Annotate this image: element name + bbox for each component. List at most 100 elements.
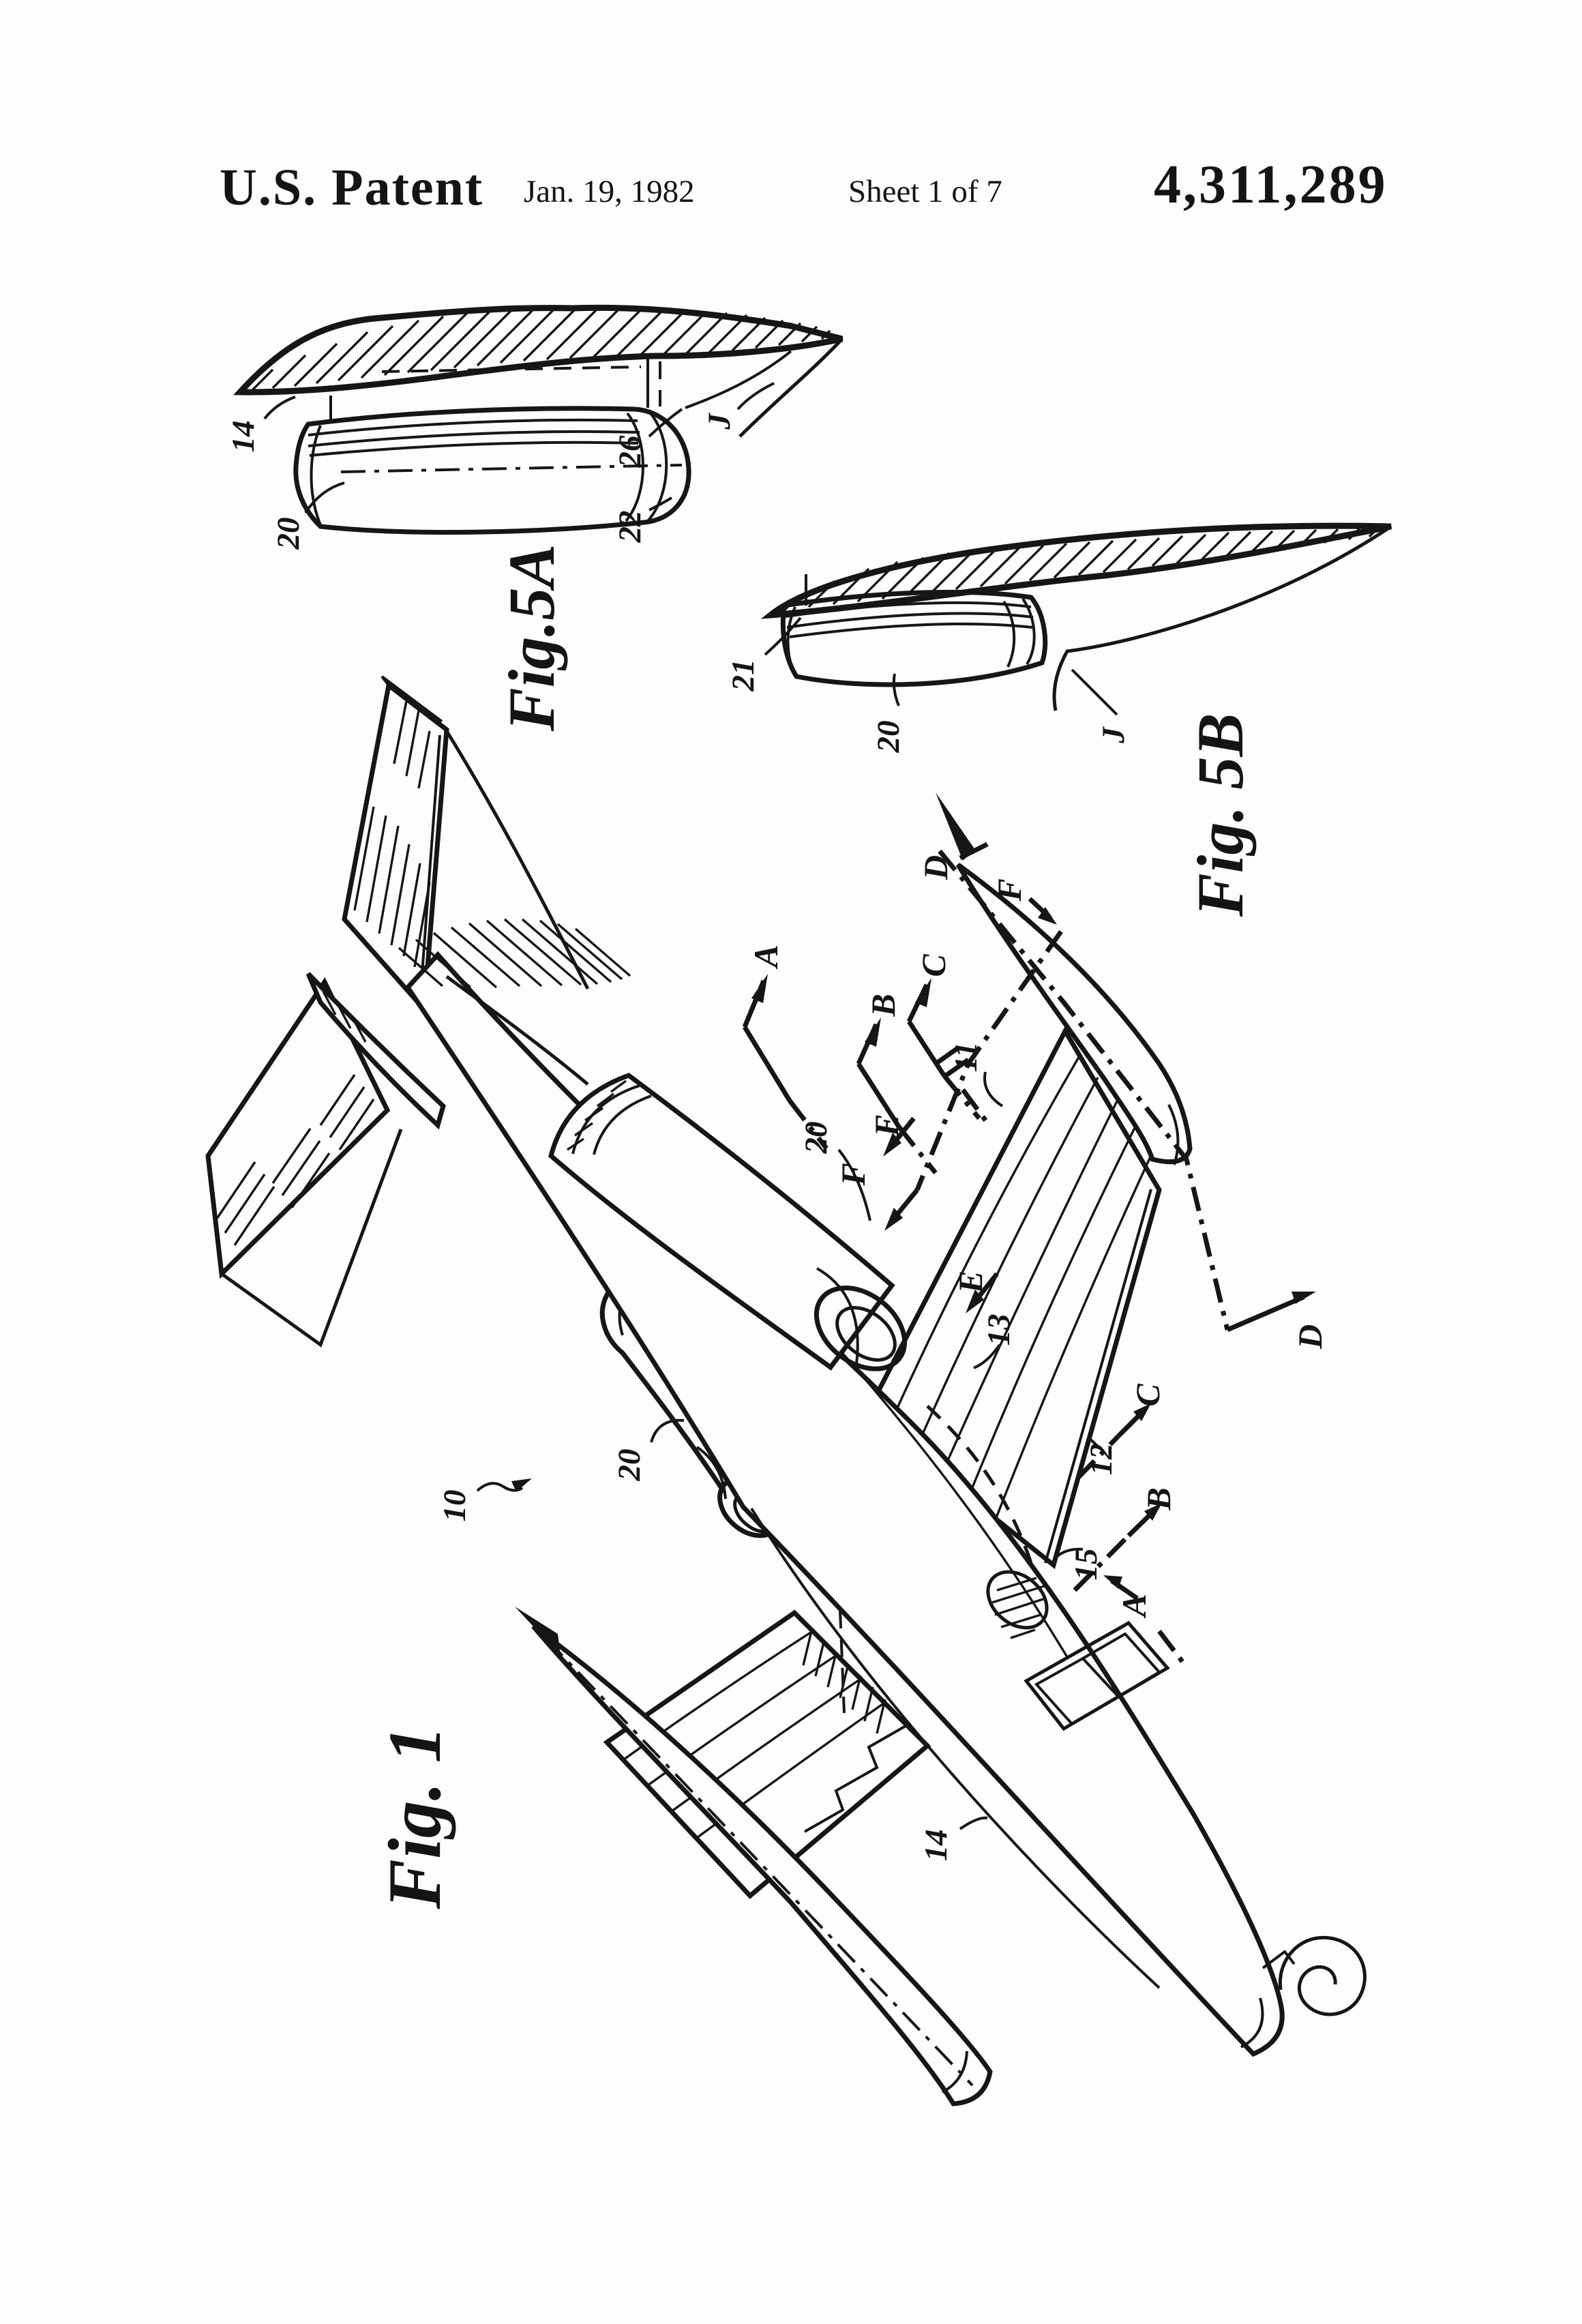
- fig5b-label-21: 21: [726, 659, 761, 692]
- leader-13: [973, 1343, 1001, 1369]
- fig5a-struts: [329, 357, 649, 421]
- section-c-bottom-arrowhead: [1133, 1403, 1151, 1421]
- fig1-right-tank-fin: [936, 792, 975, 861]
- fig1-leaders: [476, 1071, 1101, 1830]
- fig5b-drawing: 21 20 J Fig. 5B: [726, 522, 1392, 917]
- fig5a-label-14: 14: [226, 421, 261, 453]
- fig1-port-stab-hatch: [214, 1074, 375, 1246]
- fig1-oval-window: [986, 1570, 1049, 1630]
- fig1-section-lines: [742, 841, 1316, 1667]
- section-c-top-dash: [942, 1074, 981, 1120]
- fig1-right-pod-exhaust-outer: [814, 1285, 908, 1371]
- fig1-nose-spiral: [1278, 1935, 1367, 2016]
- sheet-number: Sheet 1 of 7: [848, 174, 1002, 209]
- section-d-bottom-shaft: [1226, 1294, 1305, 1332]
- fig5b-pod-right-cap: [1002, 597, 1036, 668]
- fig5a-airfoil-hatch: [251, 306, 831, 391]
- section-b-top-arrowhead: [865, 1017, 881, 1047]
- section-f-bottom-arrowhead: [884, 1208, 903, 1231]
- leader-20-right: [837, 1148, 871, 1221]
- fig5b-pod-left-cap: [786, 606, 796, 676]
- fig1-oval-window-frame: [986, 1570, 1049, 1630]
- fig5a-leader-26: [648, 408, 683, 438]
- fig5a-leader-J: [736, 382, 775, 411]
- fig5b-label-20: 20: [871, 721, 906, 754]
- fig1-stab-crescent-hatch: [322, 991, 367, 1043]
- fig5a-hidden-duct: [381, 361, 661, 406]
- fig1-fin-fairing: [445, 730, 590, 990]
- fig5b-fairing-curve: [1052, 524, 1392, 711]
- fig1-label-12: 12: [1084, 1444, 1119, 1476]
- fig5a-pod-centerline: [340, 464, 683, 473]
- section-b-bottom-dash: [1073, 1534, 1131, 1592]
- fig5a-caption: Fig.5A: [495, 544, 568, 732]
- fig1-section-label-b-top: B: [864, 994, 902, 1017]
- section-f-top-arrowhead: [1038, 907, 1057, 925]
- fig5a-drawing: 14 20 26 22 J Fig.5A: [226, 304, 844, 732]
- fig1-section-label-c-bottom: C: [1129, 1384, 1167, 1407]
- fig1-section-label-e-top: E: [867, 1114, 906, 1137]
- fig5a-label-20: 20: [271, 518, 306, 550]
- section-c-bottom-dash: [1075, 1434, 1120, 1480]
- fig1-label-14: 14: [919, 1830, 954, 1862]
- fig1-section-label-b-bottom: B: [1139, 1487, 1178, 1510]
- fig1-label-15: 15: [1069, 1549, 1104, 1581]
- fig1-right-pod-aft-ring: [816, 1267, 859, 1365]
- fig1-right-pod-lip-hatch: [567, 1079, 627, 1151]
- fig5a-pod-lip-lines: [308, 418, 640, 457]
- fig1-port-stabilizer: [205, 977, 391, 1279]
- fig1-label-13: 13: [981, 1314, 1017, 1346]
- fig1-oval-window-hatch: [991, 1577, 1046, 1639]
- leader-10-arrowhead: [511, 1478, 532, 1492]
- section-d-top-tick: [959, 841, 989, 861]
- fig1-right-tank-cap-inner: [1167, 1104, 1180, 1165]
- fig5b-label-J: J: [1096, 726, 1131, 744]
- fig1-dorsal-spine: [445, 974, 589, 1086]
- leader-15: [1054, 1547, 1084, 1559]
- fig5b-airfoil-outline: [760, 522, 1392, 619]
- section-d-bottom-arrowhead: [1292, 1292, 1316, 1304]
- fig1-label-10: 10: [437, 1490, 473, 1522]
- fig1-left-wing-streaks: [623, 1628, 887, 1839]
- fig1-hidden-root-line: [926, 1405, 1033, 1564]
- section-a-bottom-dash: [1157, 1629, 1187, 1667]
- fig5b-leader-J: [1071, 668, 1118, 716]
- fig5a-label-22: 22: [612, 511, 648, 543]
- fig1-fin-hatch: [353, 700, 431, 968]
- fig1-label-11: 11: [949, 1042, 984, 1072]
- fig5a-leader-20: [304, 481, 345, 514]
- fig5a-label-26: 26: [612, 435, 648, 468]
- fig5a-fairing-curve: [738, 338, 844, 438]
- fig1-label-20-left: 20: [612, 1449, 647, 1482]
- fig1-section-label-f-top: F: [990, 878, 1028, 902]
- fig1-rear-fuselage-hatch: [398, 918, 631, 989]
- fig1-left-tank-cap-inner: [942, 2051, 968, 2094]
- fig1-windshield-frame: [1024, 1620, 1170, 1731]
- section-e-dash: [961, 1088, 992, 1129]
- section-b-top-line: [856, 1023, 901, 1128]
- fig1-port-stab-underside: [220, 1129, 403, 1347]
- fig1-left-tank-fin: [515, 1607, 561, 1656]
- section-b-bottom-arrowhead: [1144, 1503, 1162, 1521]
- fig1-section-label-c-top: C: [914, 954, 953, 977]
- fig5a-pod-outline: [293, 406, 691, 535]
- fig1-nose-cap-inner: [1240, 1997, 1264, 2049]
- fig1-right-wing-le-inner: [1044, 1189, 1152, 1564]
- section-c-top-arrowhead: [915, 978, 931, 1007]
- leader-20-left: [650, 1418, 685, 1443]
- patent-number: 4,311,289: [1154, 155, 1388, 215]
- fig1-section-label-f-bottom: F: [834, 1163, 872, 1186]
- fig1-left-pod-aft-ring: [696, 1446, 727, 1500]
- fig1-caption: Fig. 1: [373, 1726, 456, 1910]
- fig5a-pod-left-cap: [310, 425, 322, 526]
- section-e-marks: [934, 1045, 970, 1078]
- fig5a-leader-22: [648, 496, 673, 511]
- fig1-left-tank-centerline: [544, 1637, 974, 2087]
- section-e-top-arrowhead: [883, 1133, 901, 1157]
- fig1-right-pod-exhaust-inner: [835, 1306, 897, 1362]
- fig1-section-label-a-top: A: [747, 944, 785, 969]
- fig1-drawing: 10 20 20 11 13 12 15 14 A B C D E F F E …: [205, 675, 1367, 2106]
- fig1-windshield-panels: [1034, 1632, 1162, 1726]
